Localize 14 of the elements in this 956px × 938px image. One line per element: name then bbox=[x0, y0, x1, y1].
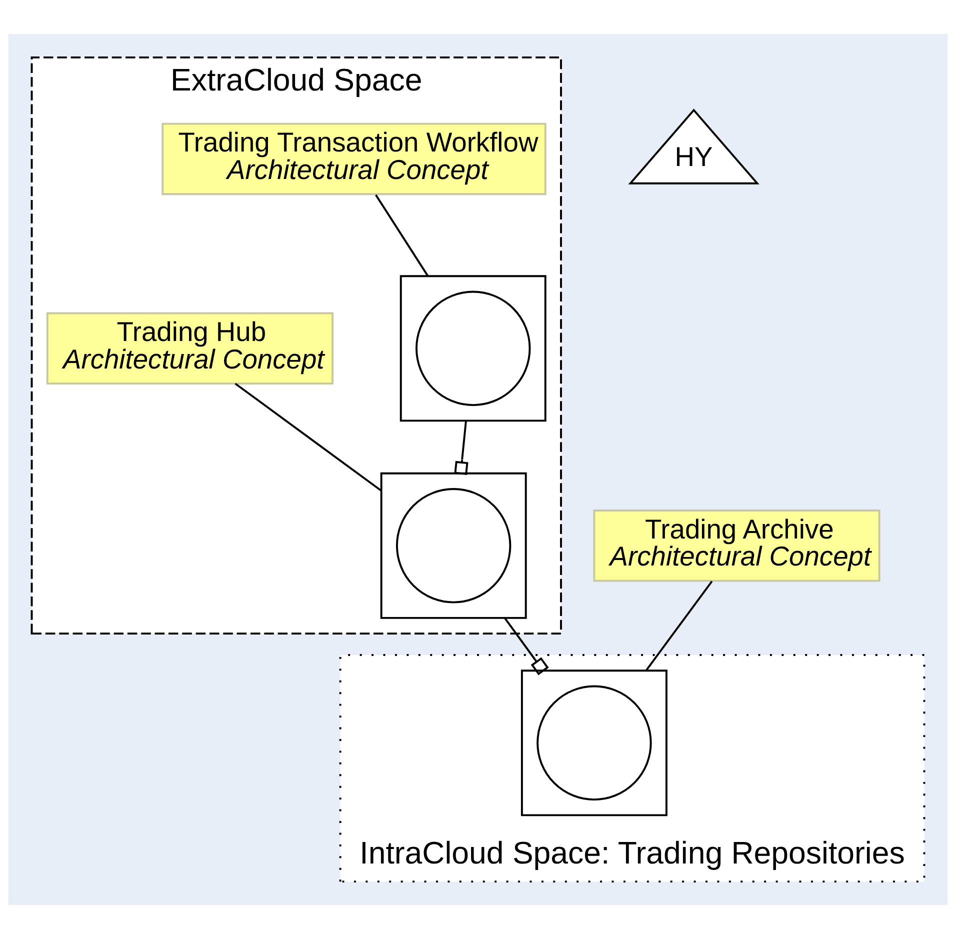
connector bbox=[234, 382, 382, 492]
node-box: Trading Transaction Workflow Architectural Concept bbox=[162, 122, 546, 195]
node-circle bbox=[416, 290, 531, 406]
node-circle bbox=[536, 684, 652, 800]
cluster bbox=[380, 472, 527, 618]
node-circle bbox=[396, 488, 512, 603]
connector bbox=[504, 616, 549, 675]
connector bbox=[375, 194, 429, 276]
node-box: Trading Archive Architectural Concept bbox=[593, 509, 880, 582]
node-box: Trading Hub Architectural Concept bbox=[46, 312, 334, 384]
cluster bbox=[400, 274, 546, 422]
cluster bbox=[520, 669, 668, 816]
cluster: IntraCloud Space: Trading Repositories bbox=[339, 654, 926, 882]
connector bbox=[454, 420, 468, 475]
